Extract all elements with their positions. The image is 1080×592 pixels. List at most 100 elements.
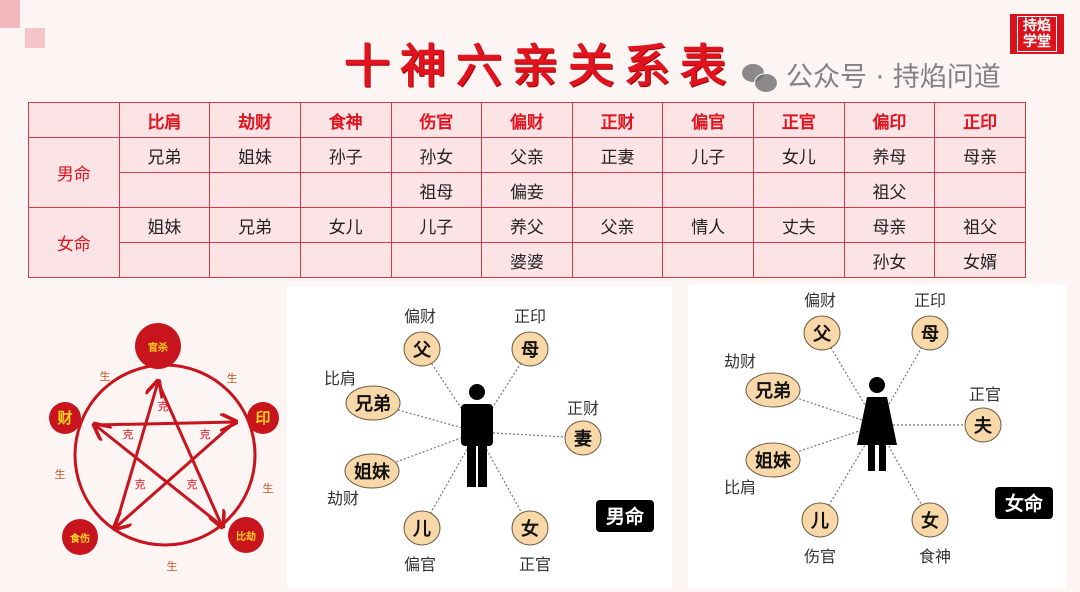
man-icon xyxy=(461,384,493,487)
table-cell: 孙女 xyxy=(843,242,936,278)
ke-label: 克 xyxy=(187,478,198,491)
table-cell: 女儿 xyxy=(753,137,845,173)
badge xyxy=(596,500,654,532)
ke-arrow xyxy=(95,425,223,528)
table-cell: 儿子 xyxy=(662,137,754,173)
relative-name: 妻 xyxy=(574,429,592,450)
watermark: 公众号 · 持焰问道 xyxy=(742,62,1001,94)
corner-decoration xyxy=(25,28,45,48)
ten-god-label: 偏官 xyxy=(404,555,436,574)
ke-label: 克 xyxy=(123,428,134,441)
wuxing-node-label: 财 xyxy=(57,409,72,427)
wuxing-circle xyxy=(73,363,257,547)
table-cell: 父亲 xyxy=(481,137,573,173)
connector-line xyxy=(819,424,878,521)
wuxing-node-label: 印 xyxy=(255,409,270,427)
column-header xyxy=(28,102,120,138)
connector-line xyxy=(421,431,478,529)
table-row: 祖母偏妾祖父 xyxy=(29,172,1026,208)
ten-god-label: 正官 xyxy=(969,385,1001,404)
table-cell: 丈夫 xyxy=(753,207,845,243)
wuxing-node xyxy=(228,517,264,553)
relative-node xyxy=(964,407,1002,443)
badge xyxy=(995,487,1053,519)
page-title: 十神六亲关系表 xyxy=(344,39,736,93)
table-cell: 孙女 xyxy=(390,137,483,173)
table-cell: 儿子 xyxy=(390,207,483,243)
ke-label: 克 xyxy=(135,478,146,491)
table-cell xyxy=(662,172,754,208)
ke-arrow xyxy=(94,422,235,425)
table-cell xyxy=(390,242,483,278)
table-cell: 姐妹 xyxy=(118,207,211,243)
ke-arrow xyxy=(113,382,158,529)
column-header: 偏财 xyxy=(481,102,573,138)
table-cell xyxy=(753,242,845,278)
wuxing-node xyxy=(135,323,181,369)
table-cell: 姐妹 xyxy=(209,137,301,173)
table-cell: 情人 xyxy=(662,207,754,243)
table-cell xyxy=(571,172,664,208)
table-cell xyxy=(571,242,664,278)
table-cell xyxy=(753,172,845,208)
table-cell: 孙子 xyxy=(299,137,392,173)
relative-name: 姐妹 xyxy=(354,461,391,483)
relative-name: 女 xyxy=(521,518,539,540)
table-cell: 婆婆 xyxy=(481,242,573,278)
female-relations-panel: 父偏财母正印兄弟劫财夫正官姐妹比肩儿伤官女食神女命 xyxy=(688,285,1066,588)
ten-god-label: 正印 xyxy=(914,291,946,310)
wuxing-node-label: 比劫 xyxy=(236,530,256,543)
column-header: 比肩 xyxy=(118,102,211,138)
wuxing-pentagram-diagram: 克克克克克官杀印比劫食伤财生生生生生 xyxy=(49,323,279,573)
column-header: 正印 xyxy=(934,102,1026,138)
table-header-row: 比肩劫财食神伤官偏财正财偏官正官偏印正印 xyxy=(28,102,1026,138)
sheng-label: 生 xyxy=(227,371,238,385)
table-cell: 父亲 xyxy=(571,207,664,243)
table-cell: 女儿 xyxy=(299,207,392,243)
relative-node xyxy=(511,510,549,546)
table-cell xyxy=(662,242,754,278)
relative-name: 儿 xyxy=(412,519,431,540)
table-cell xyxy=(934,172,1026,208)
wuxing-node-label: 食伤 xyxy=(69,532,90,545)
ke-label: 克 xyxy=(200,428,211,441)
column-header: 伤官 xyxy=(390,102,483,138)
relative-node xyxy=(911,502,949,538)
relative-node xyxy=(745,442,801,478)
table-cell xyxy=(209,172,301,208)
ke-arrow xyxy=(115,420,236,528)
badge-label: 女命 xyxy=(1005,492,1044,515)
ten-god-label: 劫财 xyxy=(724,352,756,371)
table-cell: 兄弟 xyxy=(118,137,211,173)
sheng-label: 生 xyxy=(55,467,66,481)
relative-name: 儿 xyxy=(810,511,829,532)
table-cell: 正妻 xyxy=(571,137,664,173)
relative-name: 父 xyxy=(813,324,832,345)
relative-node xyxy=(511,331,549,367)
relative-node xyxy=(745,372,801,408)
relative-name: 姐妹 xyxy=(755,450,792,472)
woman-icon xyxy=(857,377,897,471)
table-cell xyxy=(209,242,301,278)
table-cell: 偏妾 xyxy=(481,172,573,208)
wuxing-node-label: 官杀 xyxy=(148,341,168,354)
column-header: 食神 xyxy=(299,102,392,138)
relative-name: 父 xyxy=(413,340,432,361)
sheng-label: 生 xyxy=(167,559,178,573)
relative-node xyxy=(564,420,602,456)
badge-label: 男命 xyxy=(606,505,645,528)
ten-god-label: 偏财 xyxy=(804,291,836,310)
table-cell: 女婿 xyxy=(934,242,1026,278)
table-row: 婆婆 孙女女婿 xyxy=(29,242,1026,278)
male-relations-panel: 父偏财母正印兄弟比肩妻正财姐妹劫财儿偏官女正官男命 xyxy=(287,287,672,588)
seal-logo: 持焰学堂 xyxy=(1010,14,1064,54)
table-cell: 母亲 xyxy=(934,137,1026,173)
column-header: 劫财 xyxy=(209,102,301,138)
table-cell: 兄弟 xyxy=(209,207,301,243)
corner-decoration xyxy=(0,0,20,28)
sheng-label: 生 xyxy=(263,481,274,495)
relative-name: 母 xyxy=(521,340,539,361)
ke-arrow xyxy=(156,381,222,526)
relative-name: 夫 xyxy=(974,415,993,437)
ten-god-label: 正官 xyxy=(519,555,551,574)
